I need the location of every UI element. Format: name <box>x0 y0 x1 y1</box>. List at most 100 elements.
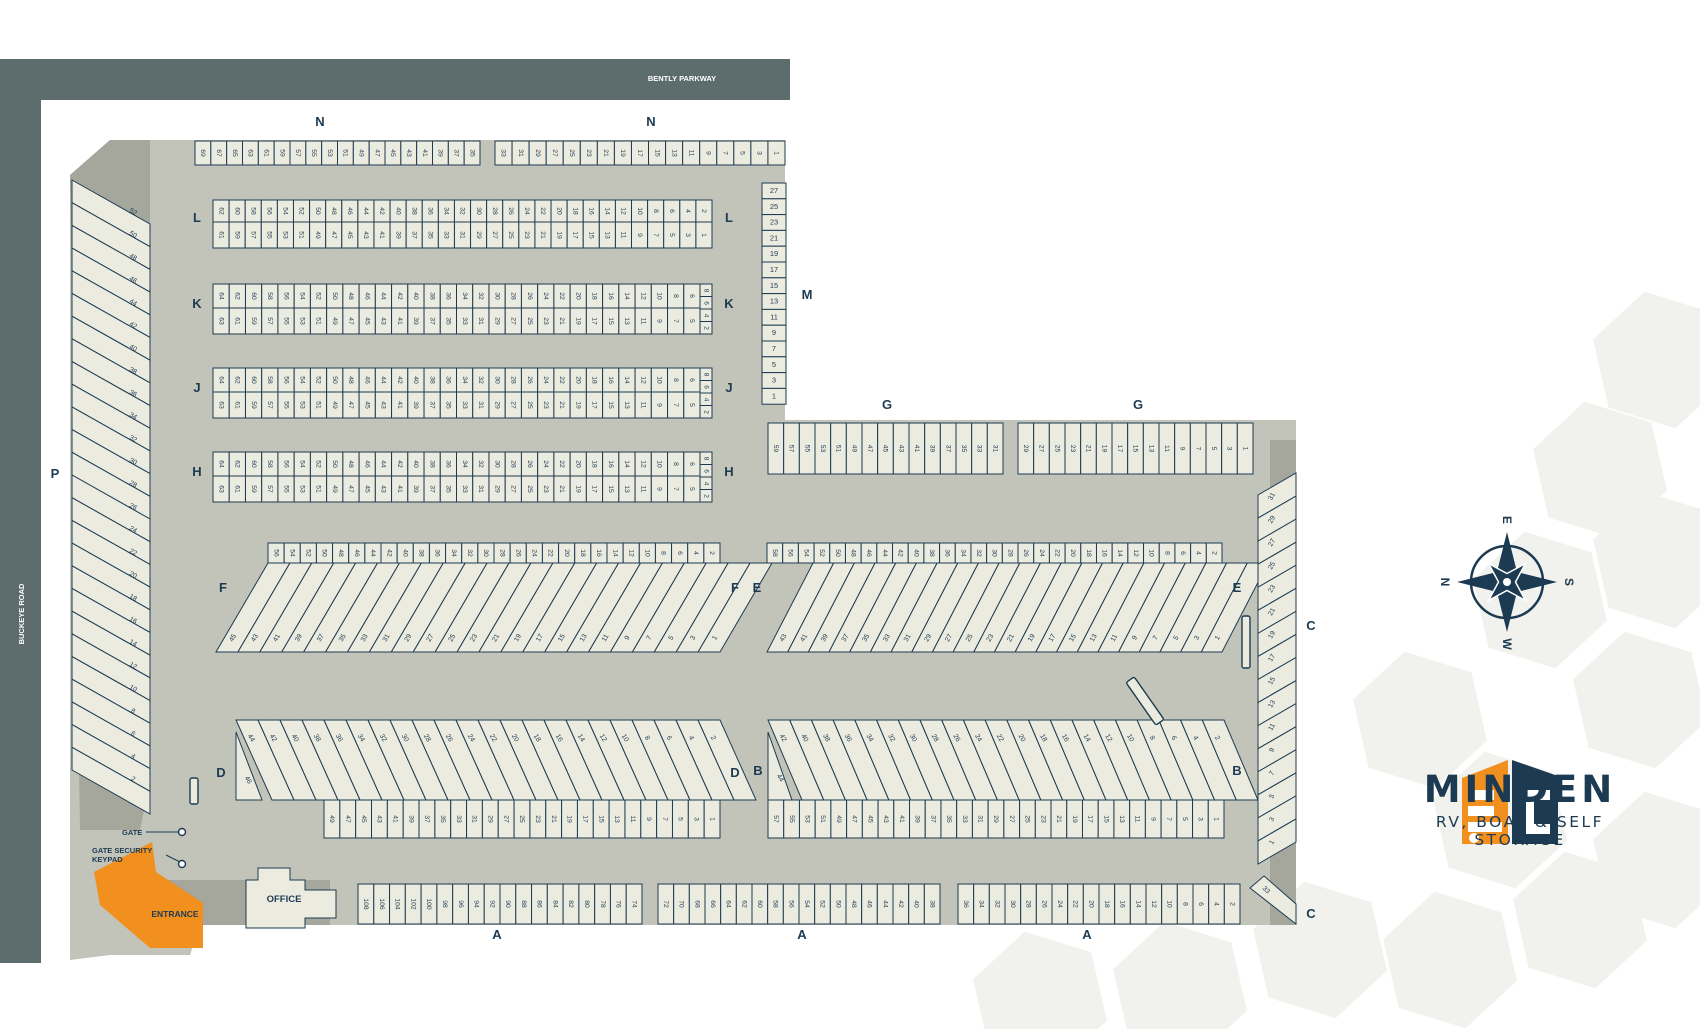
parking-space <box>625 883 643 925</box>
space-number: 24 <box>542 460 549 468</box>
space-number: 30 <box>475 207 482 215</box>
space-number: 7 <box>646 635 654 642</box>
space-number: 3 <box>756 151 763 155</box>
background-pattern <box>973 291 1700 1034</box>
space-number: 55 <box>282 401 289 409</box>
space-number: 37 <box>929 815 936 823</box>
space-number: 51 <box>315 485 322 493</box>
space-number: 10 <box>636 207 643 215</box>
space-number: 52 <box>819 900 826 908</box>
space-number: 59 <box>250 485 257 493</box>
space-number: 20 <box>1069 549 1076 557</box>
space-number: 52 <box>818 549 825 557</box>
space-number: 31 <box>477 485 484 493</box>
space-number: 42 <box>897 549 904 557</box>
space-number: 49 <box>835 815 842 823</box>
space-number: 20 <box>574 460 581 468</box>
space-number: 34 <box>128 412 138 422</box>
space-number: 67 <box>215 149 222 157</box>
space-number: 90 <box>504 900 511 908</box>
row-label-e: E <box>753 580 762 595</box>
space-number: 34 <box>959 549 966 557</box>
space-number: 46 <box>865 549 872 557</box>
space-number: 40 <box>912 549 919 557</box>
space-number: 13 <box>613 815 620 823</box>
space-number: 28 <box>128 480 138 490</box>
space-number: 32 <box>477 460 484 468</box>
office-building <box>245 867 337 929</box>
space-number: 15 <box>607 401 614 409</box>
space-number: 6 <box>668 209 675 213</box>
space-number: 63 <box>217 317 224 325</box>
space-number: 44 <box>369 549 376 557</box>
space-number: 15 <box>1102 815 1109 823</box>
space-number: 27 <box>1038 445 1045 453</box>
parking-space <box>235 731 263 801</box>
space-number: 44 <box>881 900 888 908</box>
space-number: 11 <box>620 231 627 238</box>
space-number: 6 <box>702 469 709 473</box>
space-number: 52 <box>315 292 322 300</box>
space-number: 40 <box>412 460 419 468</box>
space-number: 37 <box>410 231 417 239</box>
space-number: 10 <box>620 733 630 743</box>
row-label-f: F <box>219 580 227 595</box>
space-number: 6 <box>1179 551 1186 555</box>
space-number: 17 <box>1267 653 1277 663</box>
space-number: 24 <box>466 733 476 743</box>
space-number: 44 <box>380 460 387 468</box>
space-number: 5 <box>1181 817 1188 821</box>
compass-s: S <box>1562 578 1576 586</box>
space-number: 5 <box>1210 447 1217 451</box>
space-number: 6 <box>702 301 709 305</box>
space-number: 49 <box>331 485 338 493</box>
space-number: 39 <box>412 485 419 493</box>
space-number: 47 <box>851 815 858 823</box>
row-label-n: N <box>315 114 324 129</box>
space-number: 19 <box>574 317 581 325</box>
space-number: 13 <box>623 317 630 325</box>
space-number: 41 <box>396 317 403 325</box>
space-number: 4 <box>702 398 709 402</box>
space-number: 29 <box>493 317 500 325</box>
boat-trailer-icon <box>1241 615 1251 669</box>
space-number: 23 <box>542 401 549 409</box>
space-number: 3 <box>1197 817 1204 821</box>
space-number: 43 <box>882 815 889 823</box>
space-number: 48 <box>337 549 344 557</box>
space-number: 45 <box>866 815 873 823</box>
space-number: 19 <box>513 633 523 643</box>
row-label-l: L <box>725 210 733 225</box>
row-label-p: P <box>51 466 60 481</box>
row-label-b: B <box>753 763 762 778</box>
space-number: 104 <box>394 898 401 910</box>
space-number: 8 <box>672 378 679 382</box>
space-number: 26 <box>951 733 961 743</box>
space-number: 55 <box>282 317 289 325</box>
space-number: 52 <box>315 460 322 468</box>
parking-space <box>1249 875 1297 926</box>
space-number: 13 <box>623 485 630 493</box>
space-number: 11 <box>639 485 646 492</box>
space-number: 23 <box>534 815 541 823</box>
space-number: 21 <box>1055 815 1062 823</box>
space-number: 22 <box>558 292 565 300</box>
space-number: 40 <box>128 343 138 353</box>
space-number: 58 <box>266 376 273 384</box>
space-number: 39 <box>820 633 830 643</box>
space-number: 57 <box>266 485 273 493</box>
space-number: 47 <box>347 401 354 409</box>
space-number: 33 <box>443 231 450 239</box>
space-number: 38 <box>821 733 831 743</box>
space-number: 9 <box>656 403 663 407</box>
space-number: 5 <box>1268 793 1276 800</box>
space-number: 50 <box>314 207 321 215</box>
parking-space <box>71 746 151 815</box>
space-number: 3 <box>692 817 699 821</box>
space-number: 33 <box>360 633 370 643</box>
space-number: 31 <box>991 445 998 453</box>
pattern-hex <box>1593 791 1700 929</box>
space-number: 44 <box>380 292 387 300</box>
space-number: 54 <box>298 460 305 468</box>
space-number: 18 <box>591 376 598 384</box>
